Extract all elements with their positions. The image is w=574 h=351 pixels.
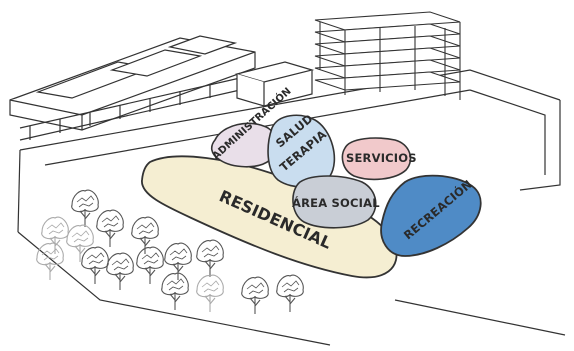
low-building [9,35,256,141]
zone-salud-terapia: SALUD TERAPIA [267,111,336,188]
tree-cluster [36,189,304,314]
tree [136,246,164,284]
zone-area-social-shape [292,175,377,229]
zone-servicios: SERVICIOS [341,137,417,181]
tree [71,189,99,227]
tree [36,242,64,280]
servicios-label: SERVICIOS [346,151,417,165]
tree [241,276,269,314]
tree [196,239,224,277]
tree [276,274,304,312]
zone-area-social: ÁREA SOCIAL [292,175,380,229]
zone-servicios-shape [341,137,412,181]
area-social-label: ÁREA SOCIAL [292,195,380,210]
tree [196,274,224,312]
tower-building [314,11,461,100]
small-box-building [234,61,315,107]
tree [66,224,94,262]
tree [106,252,134,290]
tree [96,209,124,247]
tree [131,216,159,254]
zone-recreacion-shape [380,174,482,257]
zone-recreacion: RECREACIÓN [380,174,482,257]
tree [164,242,192,280]
tree [81,246,109,284]
tree [41,216,69,254]
tree [161,272,189,310]
